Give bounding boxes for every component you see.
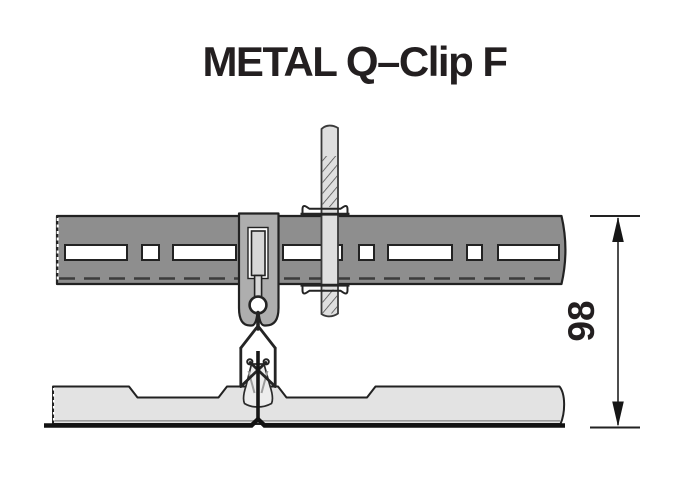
wire-curl xyxy=(262,358,270,366)
diagram-title: METAL Q–Clip F xyxy=(202,38,508,85)
dimension-label: 98 xyxy=(561,300,602,341)
speed-clip-bottom xyxy=(300,283,350,295)
panel-bottom-edge xyxy=(44,416,565,428)
dimension-arrow-top xyxy=(612,217,624,242)
bracket-strap xyxy=(250,230,266,277)
q-clip-bracket xyxy=(237,212,280,327)
wire-curl xyxy=(246,358,254,366)
suspension-wire-clip xyxy=(239,310,277,388)
dimension-98: 98 xyxy=(561,215,640,429)
speed-clip-top xyxy=(300,205,350,216)
rail-slot xyxy=(497,244,560,261)
carrier-rail xyxy=(55,214,567,286)
rod-thread-hatch xyxy=(322,156,337,207)
rail-slot xyxy=(172,244,237,261)
panel-joint xyxy=(44,351,565,428)
rail-slot xyxy=(358,244,375,261)
dimension-arrow-bottom xyxy=(612,401,624,427)
rail-slot xyxy=(141,244,160,261)
rail-slot xyxy=(387,244,453,261)
ceiling-panel xyxy=(52,385,566,425)
rod-thread-hatch xyxy=(322,289,337,314)
threaded-rod xyxy=(320,124,339,318)
rail-slot xyxy=(64,244,128,261)
rail-slot xyxy=(466,244,483,261)
